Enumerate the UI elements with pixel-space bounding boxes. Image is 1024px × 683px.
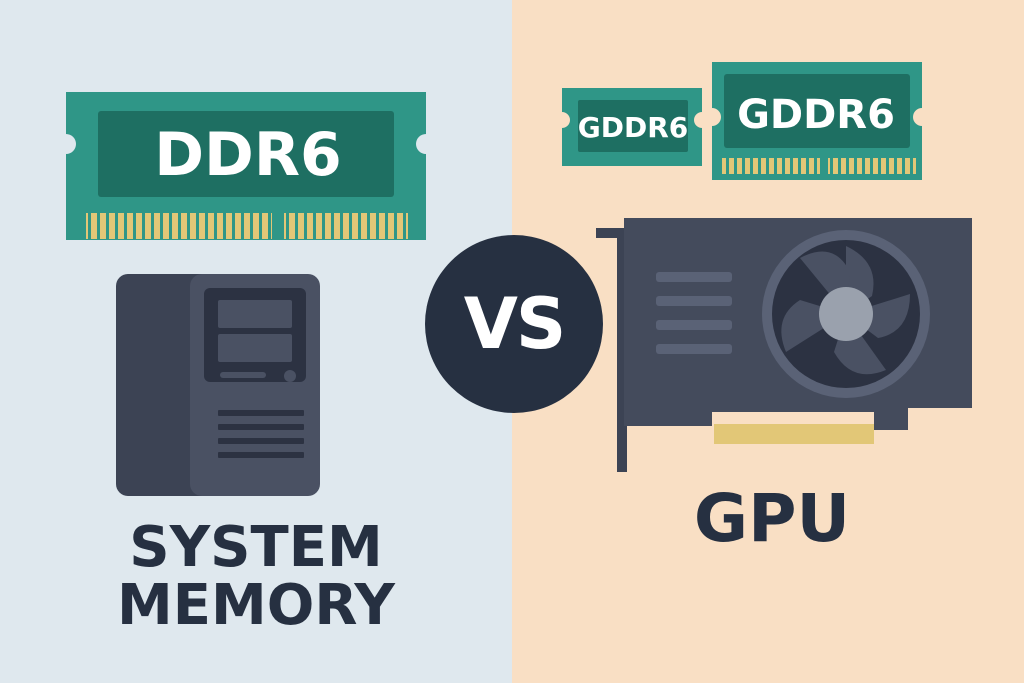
gpu-caption: GPU bbox=[693, 480, 851, 557]
desktop-tower-icon bbox=[116, 274, 320, 496]
gddr6-large-label: GDDR6 bbox=[737, 92, 895, 138]
ddr6-ram-stick-icon: DDR6 bbox=[66, 92, 426, 240]
gddr6-small-label: GDDR6 bbox=[578, 111, 689, 144]
gddr6-memory-chip-icon: GDDR6 bbox=[712, 62, 922, 180]
graphics-card-icon bbox=[596, 218, 972, 472]
ddr6-label: DDR6 bbox=[154, 120, 342, 190]
vent-slots-icon bbox=[656, 272, 732, 354]
caption-line: SYSTEM bbox=[129, 515, 383, 580]
versus-badge: VS bbox=[425, 235, 603, 413]
caption-line: MEMORY bbox=[117, 573, 395, 638]
gddr6-memory-chip-icon: GDDR6 bbox=[562, 88, 702, 166]
cooling-fan-icon bbox=[762, 230, 930, 398]
system-memory-caption: SYSTEM MEMORY bbox=[60, 520, 452, 636]
